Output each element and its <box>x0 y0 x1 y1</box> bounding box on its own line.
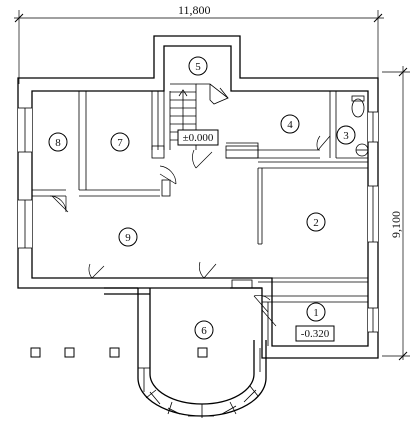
depth-dimension: 9,100 <box>382 66 410 361</box>
room-label-8: 8 <box>55 137 61 149</box>
room-label-5: 5 <box>195 61 201 73</box>
room-number-4: 4 <box>280 114 300 134</box>
room-number-9: 9 <box>118 227 138 247</box>
room-label-3: 3 <box>343 130 349 142</box>
doors <box>49 135 331 327</box>
room-number-1: 1 <box>306 302 326 322</box>
room-number-7: 7 <box>110 132 130 152</box>
room-number-8: 8 <box>48 132 68 152</box>
bathroom-fixtures <box>351 95 369 157</box>
room-label-7: 7 <box>117 137 123 149</box>
width-dimension: 11,800 <box>14 3 384 84</box>
room-number-5: 5 <box>188 56 208 76</box>
width-dimension-label: 11,800 <box>178 3 211 17</box>
room-number-2: 2 <box>306 212 326 232</box>
interior-walls <box>32 91 368 346</box>
level-main-label: ±0.000 <box>183 132 214 144</box>
toilet-icon <box>351 98 365 118</box>
depth-dimension-label: 9,100 <box>389 211 403 238</box>
level-mark-main: ±0.000 <box>177 129 219 146</box>
room-label-4: 4 <box>287 119 293 131</box>
room-label-1: 1 <box>313 307 319 319</box>
level-mark-lower: -0.320 <box>295 325 335 342</box>
room-label-2: 2 <box>313 217 319 229</box>
exterior-walls <box>17 35 379 359</box>
room-label-6: 6 <box>201 325 207 337</box>
room-number-6: 6 <box>194 320 214 340</box>
level-lower-label: -0.320 <box>301 328 330 340</box>
bay-veranda <box>104 287 267 418</box>
outdoor-columns <box>30 347 208 358</box>
room-label-9: 9 <box>125 232 131 244</box>
room-number-3: 3 <box>336 125 356 145</box>
windows <box>18 107 378 333</box>
